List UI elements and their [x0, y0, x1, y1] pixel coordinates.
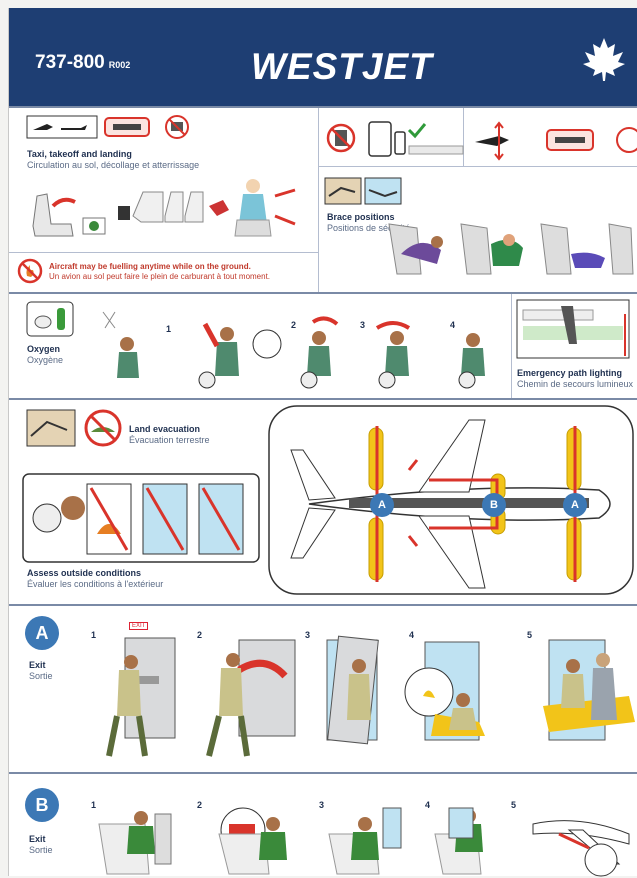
path-lighting-title: Emergency path lighting Chemin de secour…	[517, 368, 633, 390]
exit-a-step-4: 4	[409, 630, 415, 640]
divider	[318, 108, 319, 292]
brace-title-fr: Positions de sécurité	[327, 223, 411, 233]
exit-b-title-fr: Sortie	[29, 845, 53, 855]
oxygen-step-1: 1	[166, 324, 172, 334]
exit-a-step-1: 1	[91, 630, 97, 640]
exit-b-title: Exit Sortie	[29, 834, 53, 856]
taxi-illustrations	[32, 179, 296, 237]
divider	[511, 294, 512, 398]
oxygen-title: Oxygen Oxygène	[27, 344, 63, 366]
seatbelt-sign-icons	[475, 121, 637, 161]
exit-a-badge: A	[25, 616, 59, 650]
exit-marker-a-front: A	[563, 493, 587, 517]
assess-title-en: Assess outside conditions	[27, 568, 142, 578]
path-lighting-illustration	[516, 299, 630, 359]
brace-title-en: Brace positions	[327, 212, 395, 222]
taxi-title-en: Taxi, takeoff and landing	[27, 149, 132, 159]
row-exit-b	[9, 772, 637, 878]
assess-title-fr: Évaluer les conditions à l'extérieur	[27, 579, 164, 589]
exit-b-step-1: 1	[91, 800, 97, 810]
row-taxi-brace	[9, 106, 637, 294]
oxygen-illustrations	[102, 311, 485, 389]
exit-b-step-3: 3	[319, 800, 325, 810]
divider	[318, 166, 637, 167]
land-evac-icons	[26, 409, 122, 447]
exit-a-title: Exit Sortie	[29, 660, 53, 682]
exit-b-step-5: 5	[511, 800, 517, 810]
exit-a-illustrations	[106, 635, 635, 757]
path-lighting-title-en: Emergency path lighting	[517, 368, 623, 378]
exit-sign: EXIT	[129, 622, 149, 630]
model-label: 737-800	[35, 52, 105, 73]
brace-illustrations	[388, 223, 634, 275]
oxygen-mask-icon	[26, 301, 74, 337]
fuel-warning: Aircraft may be fuelling anytime while o…	[49, 262, 270, 282]
row-land-evacuation	[9, 398, 637, 606]
brace-title: Brace positions Positions de sécurité	[327, 212, 410, 234]
revision-label: R002	[108, 60, 131, 70]
crash-icons	[324, 177, 402, 205]
land-evac-title-fr: Évacuation terrestre	[129, 435, 210, 445]
exit-b-step-2: 2	[197, 800, 203, 810]
oxygen-step-4: 4	[450, 320, 456, 330]
exit-a-step-5: 5	[527, 630, 533, 640]
land-evac-title-en: Land evacuation	[129, 424, 201, 434]
exit-marker-a-rear: A	[370, 493, 394, 517]
exit-b-title-en: Exit	[29, 834, 46, 844]
taxi-icons	[26, 115, 189, 139]
row-exit-a	[9, 604, 637, 774]
taxi-title-fr: Circulation au sol, décollage et atterri…	[27, 160, 200, 170]
exit-a-title-fr: Sortie	[29, 671, 53, 681]
no-fire-icon	[17, 258, 43, 284]
maple-leaf-icon	[583, 38, 625, 81]
electronics-icons	[326, 121, 464, 157]
brand-logo: WESTJET	[251, 46, 433, 87]
assess-conditions-illustration	[22, 473, 260, 563]
fuel-warning-en: Aircraft may be fuelling anytime while o…	[49, 262, 251, 271]
exit-marker-b: B	[482, 493, 506, 517]
oxygen-title-fr: Oxygène	[27, 355, 64, 365]
taxi-title: Taxi, takeoff and landing Circulation au…	[27, 149, 199, 171]
exit-b-badge: B	[25, 788, 59, 822]
assess-title: Assess outside conditions Évaluer les co…	[27, 568, 163, 590]
exit-b-illustrations	[98, 807, 630, 877]
exit-a-step-2: 2	[197, 630, 203, 640]
row-oxygen	[9, 292, 637, 400]
oxygen-step-3: 3	[360, 320, 366, 330]
divider	[9, 252, 318, 253]
oxygen-title-en: Oxygen	[27, 344, 61, 354]
divider	[463, 108, 464, 166]
exit-a-title-en: Exit	[29, 660, 46, 670]
oxygen-step-2: 2	[291, 320, 297, 330]
exit-a-step-3: 3	[305, 630, 311, 640]
land-evac-title: Land evacuation Évacuation terrestre	[129, 424, 210, 446]
path-lighting-title-fr: Chemin de secours lumineux	[517, 379, 634, 389]
fuel-warning-fr: Un avion au sol peut faire le plein de c…	[49, 272, 271, 281]
exit-b-step-4: 4	[425, 800, 431, 810]
